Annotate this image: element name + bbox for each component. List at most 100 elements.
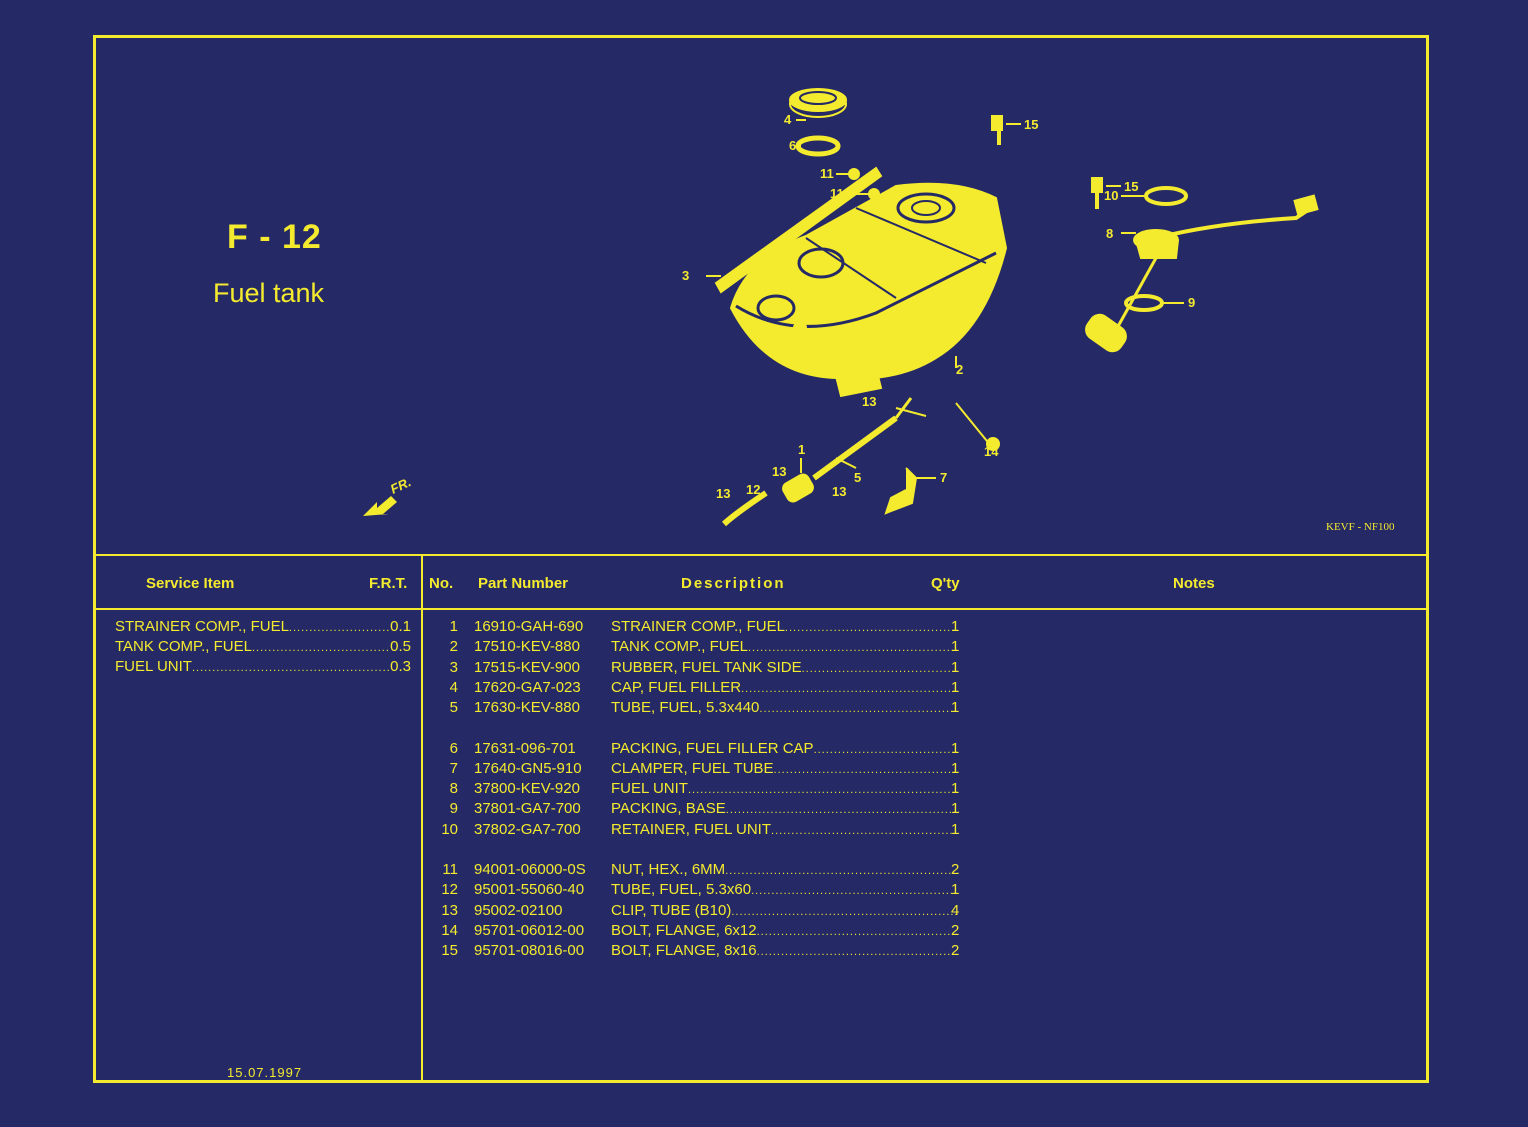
part-no: 15: [441, 942, 458, 960]
part-description-cell: PACKING, BASE: [611, 799, 959, 820]
col-frt: F.R.T.: [369, 575, 408, 592]
callout-15b: 15: [1124, 179, 1138, 194]
dot-leader: [757, 942, 959, 962]
part-qty: 1: [951, 881, 960, 899]
part-description: NUT, HEX., 6MM: [611, 861, 726, 878]
dot-leader: [192, 658, 390, 678]
dot-leader: [289, 618, 390, 638]
part-description: TUBE, FUEL, 5.3x60: [611, 881, 752, 899]
dot-leader: [757, 922, 959, 942]
service-item-row: TANK COMP., FUEL0.5: [115, 637, 411, 658]
service-item-row: FUEL UNIT 0.3: [115, 657, 411, 678]
part-description-cell: BOLT, FLANGE, 8x16: [611, 941, 959, 962]
part-no: 3: [449, 658, 458, 676]
callout-11: 11: [820, 166, 834, 181]
service-item-frt: 0.3: [390, 658, 411, 675]
part-number: 17515-KEV-900: [474, 658, 580, 676]
page-code: F - 12: [227, 218, 322, 256]
callout-13c: 13: [832, 484, 846, 499]
part-description-cell: TANK COMP., FUEL: [611, 637, 959, 658]
service-item-frt: 0.1: [390, 618, 411, 635]
part-no: 12: [441, 881, 458, 899]
callout-14: 14: [794, 352, 809, 367]
page-title: Fuel tank: [213, 278, 325, 308]
retainer-part: [1144, 186, 1188, 206]
callout-13b: 13: [772, 464, 786, 479]
part-number: 17620-GA7-023: [474, 678, 581, 696]
part-qty: 2: [951, 921, 960, 939]
part-no: 1: [449, 618, 458, 635]
part-qty: 1: [951, 800, 960, 818]
col-description: Description: [681, 575, 786, 592]
part-qty: 1: [951, 820, 960, 838]
part-number: 17631-096-701: [474, 739, 576, 757]
part-no: 5: [449, 699, 458, 717]
part-qty: 1: [951, 780, 960, 798]
part-description-cell: FUEL UNIT: [611, 779, 959, 800]
part-qty: 1: [951, 658, 960, 676]
float-part: [1085, 313, 1127, 353]
dot-leader: [802, 659, 959, 679]
part-no: 11: [442, 861, 458, 878]
dot-leader: [748, 638, 959, 658]
part-description: RETAINER, FUEL UNIT: [611, 820, 772, 838]
reference-code: KEVF - NF100: [1326, 521, 1395, 533]
part-description-cell: CLAMPER, FUEL TUBE: [611, 759, 959, 780]
part-qty: 1: [951, 678, 960, 696]
part-number: 37801-GA7-700: [474, 800, 581, 818]
callout-5: 5: [854, 470, 861, 485]
service-item-name: STRAINER COMP., FUEL: [115, 618, 289, 635]
part-no: 4: [449, 678, 458, 696]
part-no: 2: [449, 638, 458, 656]
part-description: CLAMPER, FUEL TUBE: [611, 759, 774, 777]
parts-sheet: F - 12 Fuel tank FR.: [93, 35, 1429, 1083]
col-part-number: Part Number: [478, 575, 569, 592]
part-no: 14: [441, 921, 458, 939]
part-no: 6: [449, 739, 458, 757]
column-divider: [421, 556, 423, 1080]
dot-leader: [759, 699, 959, 719]
part-no: 13: [441, 901, 458, 919]
packing-part: [795, 135, 841, 157]
part-description-cell: TUBE, FUEL, 5.3x60: [611, 880, 959, 901]
service-item-frt: 0.5: [390, 638, 411, 655]
part-description: STRAINER COMP., FUEL: [611, 618, 785, 635]
part-description: PACKING, FUEL FILLER CAP: [611, 739, 814, 757]
callout-10: 10: [1104, 188, 1118, 203]
service-item-name: FUEL UNIT: [115, 658, 192, 675]
part-number: 16910-GAH-690: [474, 618, 584, 635]
part-description-cell: BOLT, FLANGE, 6x12: [611, 921, 959, 942]
col-qty: Q'ty: [931, 575, 960, 592]
col-service-item: Service Item: [146, 575, 235, 592]
part-no: 10: [441, 820, 458, 838]
dot-leader: [726, 800, 959, 820]
callout-4: 4: [784, 112, 792, 127]
exploded-diagram: 4 6 15 15 10 8 9 11 11 3 14 2 13 14 1 13…: [682, 88, 1319, 527]
part-number: 95701-06012-00: [474, 921, 585, 939]
part-no: 9: [449, 800, 458, 818]
dot-leader: [774, 760, 959, 780]
part-description: PACKING, BASE: [611, 800, 726, 818]
part-number: 94001-06000-0S: [474, 861, 586, 878]
dot-leader: [785, 618, 959, 638]
header-rule: [96, 608, 1426, 610]
part-description-cell: NUT, HEX., 6MM: [611, 860, 959, 881]
table-top-rule: [96, 554, 1426, 556]
part-number: 37802-GA7-700: [474, 820, 581, 838]
part-description: TUBE, FUEL, 5.3x440: [611, 699, 760, 717]
part-description-cell: TUBE, FUEL, 5.3x440: [611, 698, 959, 719]
part-number: 95002-02100: [474, 901, 563, 919]
part-qty: 2: [951, 942, 960, 960]
callout-13: 13: [862, 394, 876, 409]
issue-date: 15.07.1997: [227, 1065, 303, 1080]
part-qty: 1: [951, 759, 960, 777]
dot-leader: [814, 740, 959, 760]
part-description-cell: CLIP, TUBE (B10): [611, 901, 959, 922]
callout-11b: 11: [830, 186, 844, 201]
dot-leader: [741, 679, 959, 699]
part-number: 95701-08016-00: [474, 942, 585, 960]
col-no: No.: [429, 575, 454, 592]
part-qty: 1: [951, 739, 960, 757]
callout-1: 1: [798, 442, 805, 457]
part-description-cell: RUBBER, FUEL TANK SIDE: [611, 658, 959, 679]
